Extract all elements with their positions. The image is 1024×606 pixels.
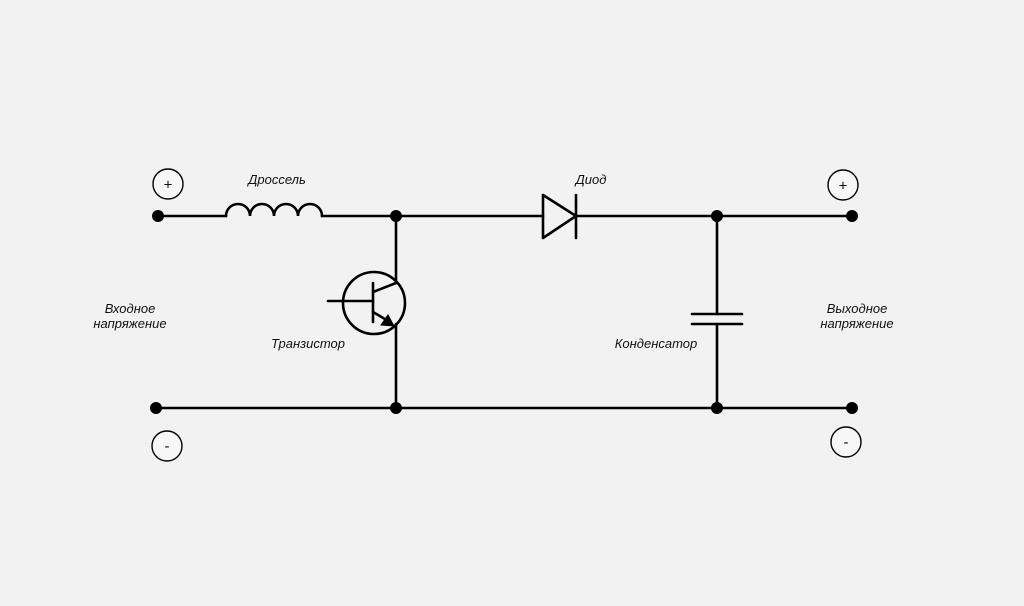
input-voltage-label-line2: напряжение xyxy=(93,316,166,331)
transistor-symbol xyxy=(326,214,407,410)
input-minus-badge: - xyxy=(151,430,183,462)
output-minus-sign: - xyxy=(844,434,849,451)
capacitor-label: Конденсатор xyxy=(615,336,698,351)
output-minus-badge: - xyxy=(830,426,862,458)
output-plus-badge: + xyxy=(827,169,859,201)
output-voltage-label-line1: Выходное xyxy=(827,301,888,316)
transistor-body-circle xyxy=(341,270,407,336)
capacitor-symbol xyxy=(690,214,744,410)
junction-top-transistor xyxy=(390,210,402,222)
output-plus-terminal xyxy=(846,210,858,222)
input-plus-badge: + xyxy=(152,168,184,200)
diode-label: Диод xyxy=(574,172,607,187)
output-plus-circle xyxy=(827,169,859,201)
output-minus-circle xyxy=(830,426,862,458)
transistor-collector-lead xyxy=(371,281,398,294)
input-minus-circle xyxy=(151,430,183,462)
diode-symbol xyxy=(541,193,578,240)
junction-top-capacitor xyxy=(711,210,723,222)
diode-triangle xyxy=(541,193,578,240)
junction-bottom-capacitor xyxy=(711,402,723,414)
input-plus-terminal xyxy=(152,210,164,222)
input-plus-sign: + xyxy=(164,177,173,194)
input-minus-sign: - xyxy=(165,438,170,455)
input-voltage-label-line1: Входное xyxy=(105,301,156,316)
inductor-symbol xyxy=(224,202,324,218)
transistor-emitter-arrow xyxy=(380,314,395,327)
input-minus-terminal xyxy=(150,402,162,414)
output-minus-terminal xyxy=(846,402,858,414)
junction-bottom-transistor xyxy=(390,402,402,414)
output-voltage-label-line2: напряжение xyxy=(820,316,893,331)
transistor-label: Транзистор xyxy=(271,336,345,351)
inductor-label: Дроссель xyxy=(246,172,306,187)
input-plus-circle xyxy=(152,168,184,200)
output-plus-sign: + xyxy=(839,178,848,195)
